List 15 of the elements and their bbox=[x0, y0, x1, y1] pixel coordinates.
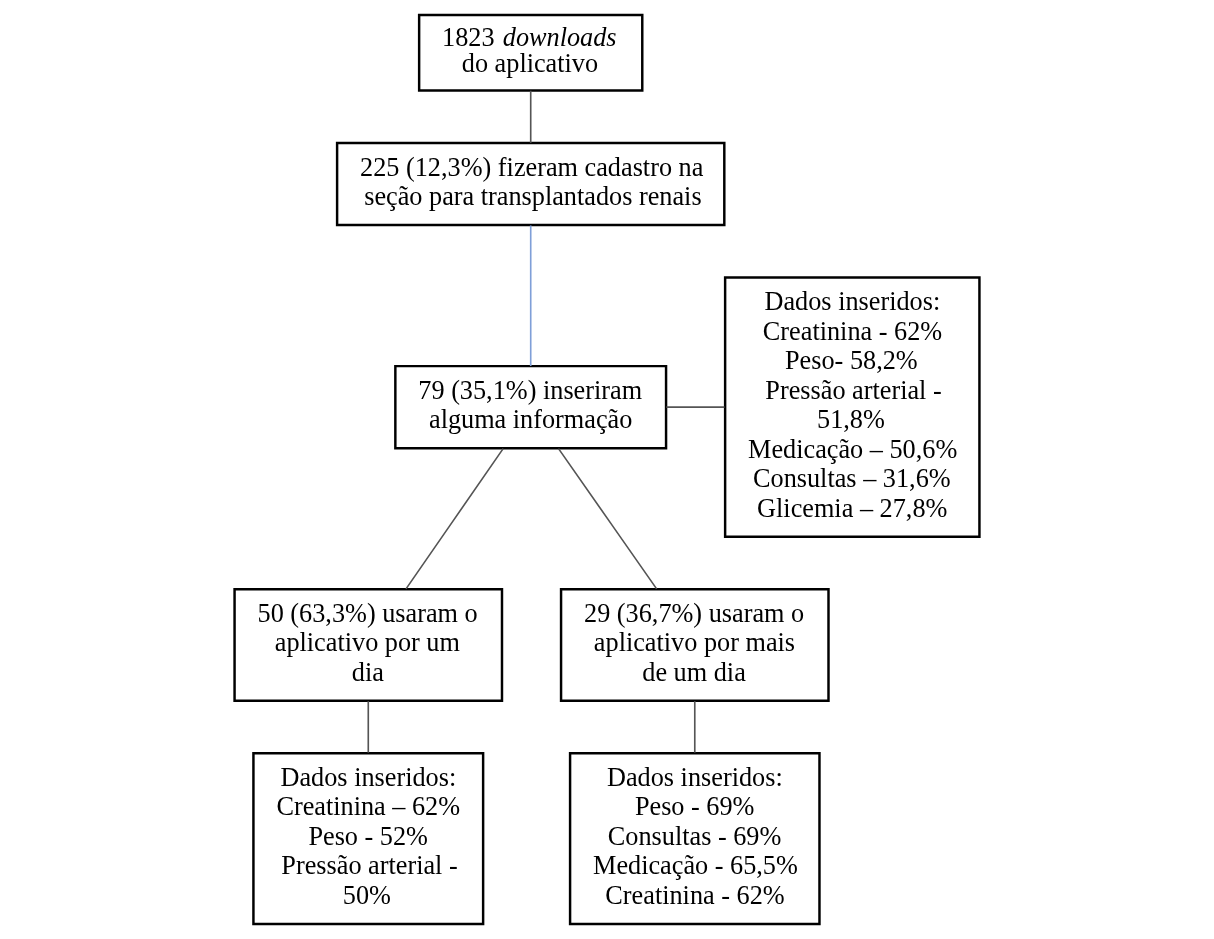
connector bbox=[529, 89, 532, 144]
node-box: 29 (36,7%) usaram o aplicativo por mais de um dia bbox=[559, 588, 830, 703]
connector bbox=[557, 447, 658, 590]
node-box: 79 (35,1%) inseriram alguma informação bbox=[394, 364, 668, 450]
connector bbox=[693, 700, 696, 754]
connector bbox=[529, 224, 532, 367]
connector bbox=[405, 447, 504, 590]
node-box: 1823 downloads do aplicativo bbox=[417, 13, 644, 92]
node-box: Dados inseridos: Creatinina - 62% Peso- 58,2% Pressão arterial - 51,8% Medicação – 50,6% Consultas – 31,6% Glicemia – 27,8% bbox=[723, 276, 981, 538]
connector bbox=[367, 700, 370, 754]
connector bbox=[665, 406, 726, 408]
node-box: Dados inseridos: Creatinina – 62% Peso - 52% Pressão arterial - 50% bbox=[252, 752, 485, 926]
node-box: 225 (12,3%) fizeram cadastro na seção para transplantados renais bbox=[335, 141, 726, 227]
node-box: 50 (63,3%) usaram o aplicativo por um dia bbox=[233, 588, 504, 703]
node-box: Dados inseridos: Peso - 69% Consultas - 69% Medicação - 65,5% Creatinina - 62% bbox=[568, 752, 821, 926]
